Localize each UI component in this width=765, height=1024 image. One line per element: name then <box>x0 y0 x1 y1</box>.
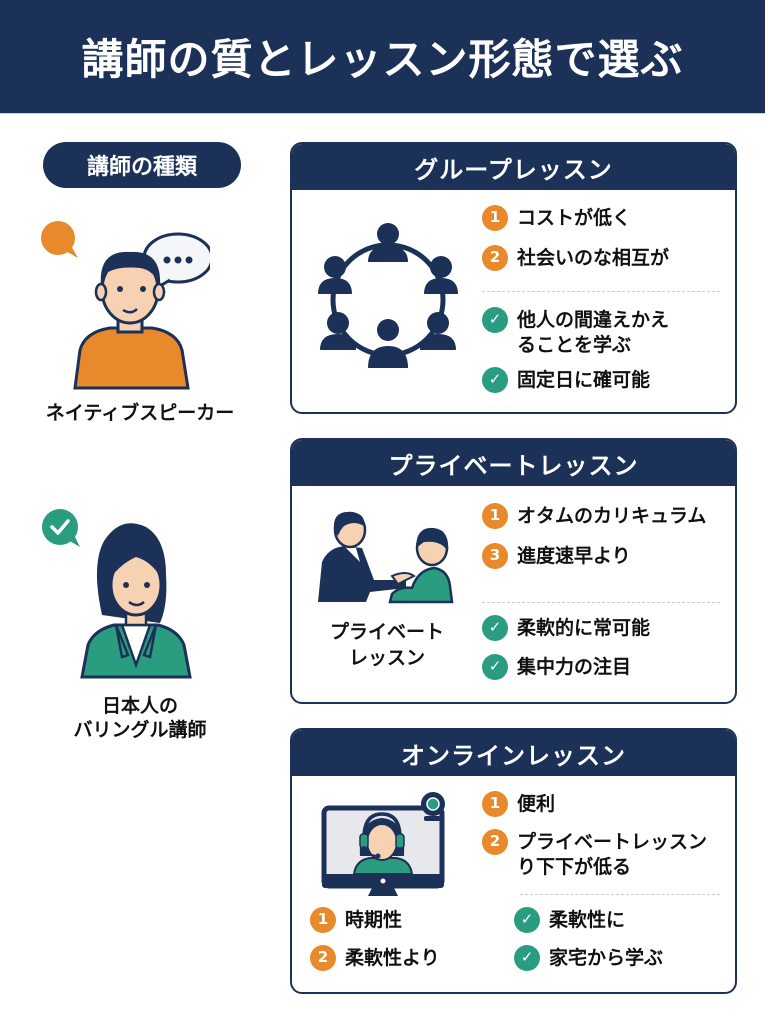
sublabel-line2: レッスン <box>348 646 425 669</box>
webcam-icon <box>421 792 445 821</box>
dashed-divider <box>520 894 720 895</box>
group-numbered-item: 2 社会いのな相互が <box>482 245 670 271</box>
online-numbered-item: 1 便利 <box>482 791 556 817</box>
number-badge-icon: 1 <box>482 503 508 529</box>
item-text: 柔軟性より <box>345 947 440 969</box>
number-badge-icon: 1 <box>482 205 508 231</box>
bilingual-teacher-label-line1: 日本人の <box>101 695 178 717</box>
teacher-types-label: 講師の種類 <box>86 155 197 180</box>
native-speaker-label: ネイティブスピーカー <box>45 402 235 424</box>
page-title: 講師の質とレッスン形態で選ぶ <box>81 35 684 84</box>
item-text: 集中力の注目 <box>517 656 632 678</box>
online-monitor-icon <box>321 792 445 896</box>
group-lesson-card: グループレッスン 1 コストが低く 2 社会いのな相互が ✓ 他人の間違え <box>290 142 737 414</box>
item-text: 固定日に確可能 <box>517 369 651 391</box>
private-numbered-item: 3 進度速早より <box>482 543 631 569</box>
private-lesson-card: プライベートレッスン プライベート レッスン 1 オタムのカリキュラム <box>290 438 737 704</box>
item-text: 便利 <box>517 793 556 815</box>
item-text: 時期性 <box>345 909 403 931</box>
headset-person <box>352 812 414 875</box>
group-numbered-item: 1 コストが低く <box>482 205 632 231</box>
item-text: 柔軟性に <box>549 909 626 931</box>
check-icon: ✓ <box>514 907 540 933</box>
online-lesson-title: オンラインレッスン <box>292 730 735 776</box>
check-icon: ✓ <box>482 367 508 393</box>
private-lesson-title: プライベートレッスン <box>292 440 735 486</box>
number-badge-icon: 2 <box>482 829 508 855</box>
dashed-divider <box>482 602 720 603</box>
private-numbered-item: 1 オタムのカリキュラム <box>482 503 707 529</box>
online-lesson-card: オンラインレッスン 1 便利 <box>290 728 737 994</box>
man-avatar-icon <box>73 251 190 390</box>
page-header: 講師の質とレッスン形態で選ぶ <box>0 0 765 114</box>
teacher-figure <box>318 511 416 602</box>
number-badge-icon: 3 <box>482 543 508 569</box>
online-bottom-numbered-item: 1 時期性 <box>310 907 403 933</box>
item-text: 柔軟的に常可能 <box>517 617 651 639</box>
item-text-line2: り下下が低る <box>517 855 632 878</box>
item-text: 家宅から学ぶ <box>549 947 664 969</box>
item-text: 社会いのな相互が <box>517 247 670 269</box>
number-badge-icon: 1 <box>310 907 336 933</box>
check-bubble-icon <box>42 509 80 547</box>
item-text: 進度速早より <box>517 545 631 567</box>
item-text: コストが低く <box>517 207 632 229</box>
online-bottom-numbered-item: 2 柔軟性より <box>310 945 440 971</box>
number-badge-icon: 1 <box>482 791 508 817</box>
group-check-item: ✓ 他人の間違えかえ ることを学ぶ <box>482 307 669 357</box>
private-lesson-sublabel: プライベート レッスン <box>302 620 472 671</box>
one-on-one-icon <box>318 511 454 604</box>
item-text: 他人の間違えかえ ることを学ぶ <box>517 308 669 357</box>
dashed-divider <box>482 291 720 292</box>
woman-avatar-icon <box>80 523 192 679</box>
group-lesson-title: グループレッスン <box>292 144 735 190</box>
group-check-item: ✓ 固定日に確可能 <box>482 367 651 393</box>
check-icon: ✓ <box>482 307 508 333</box>
online-check-item: ✓ 家宅から学ぶ <box>514 945 664 971</box>
bilingual-teacher-label: 日本人の バリングル講師 <box>20 695 260 743</box>
item-text-line1: プライベートレッスン <box>517 831 708 853</box>
student-figure <box>388 527 454 604</box>
private-check-item: ✓ 集中力の注目 <box>482 654 632 680</box>
check-icon: ✓ <box>482 615 508 641</box>
online-numbered-item: 2 プライベートレッスン り下下が低る <box>482 829 707 879</box>
group-circle-icon <box>318 223 458 368</box>
teacher-types-pill: 講師の種類 <box>43 142 241 188</box>
number-badge-icon: 2 <box>482 245 508 271</box>
sublabel-line1: プライベート <box>329 621 444 643</box>
bilingual-teacher-illustration <box>42 509 192 679</box>
item-text: プライベートレッスン り下下が低る <box>517 830 707 879</box>
orange-speech-bubble-icon <box>41 221 78 258</box>
check-icon: ✓ <box>514 945 540 971</box>
bilingual-teacher-label-line2: バリングル講師 <box>73 718 207 741</box>
item-text-line1: 他人の間違えかえ <box>517 309 670 331</box>
number-badge-icon: 2 <box>310 945 336 971</box>
check-icon: ✓ <box>482 654 508 680</box>
online-check-item: ✓ 柔軟性に <box>514 907 626 933</box>
item-text: オタムのカリキュラム <box>517 505 707 527</box>
private-check-item: ✓ 柔軟的に常可能 <box>482 615 651 641</box>
native-speaker-illustration <box>41 221 210 390</box>
item-text-line2: ることを学ぶ <box>517 333 632 356</box>
